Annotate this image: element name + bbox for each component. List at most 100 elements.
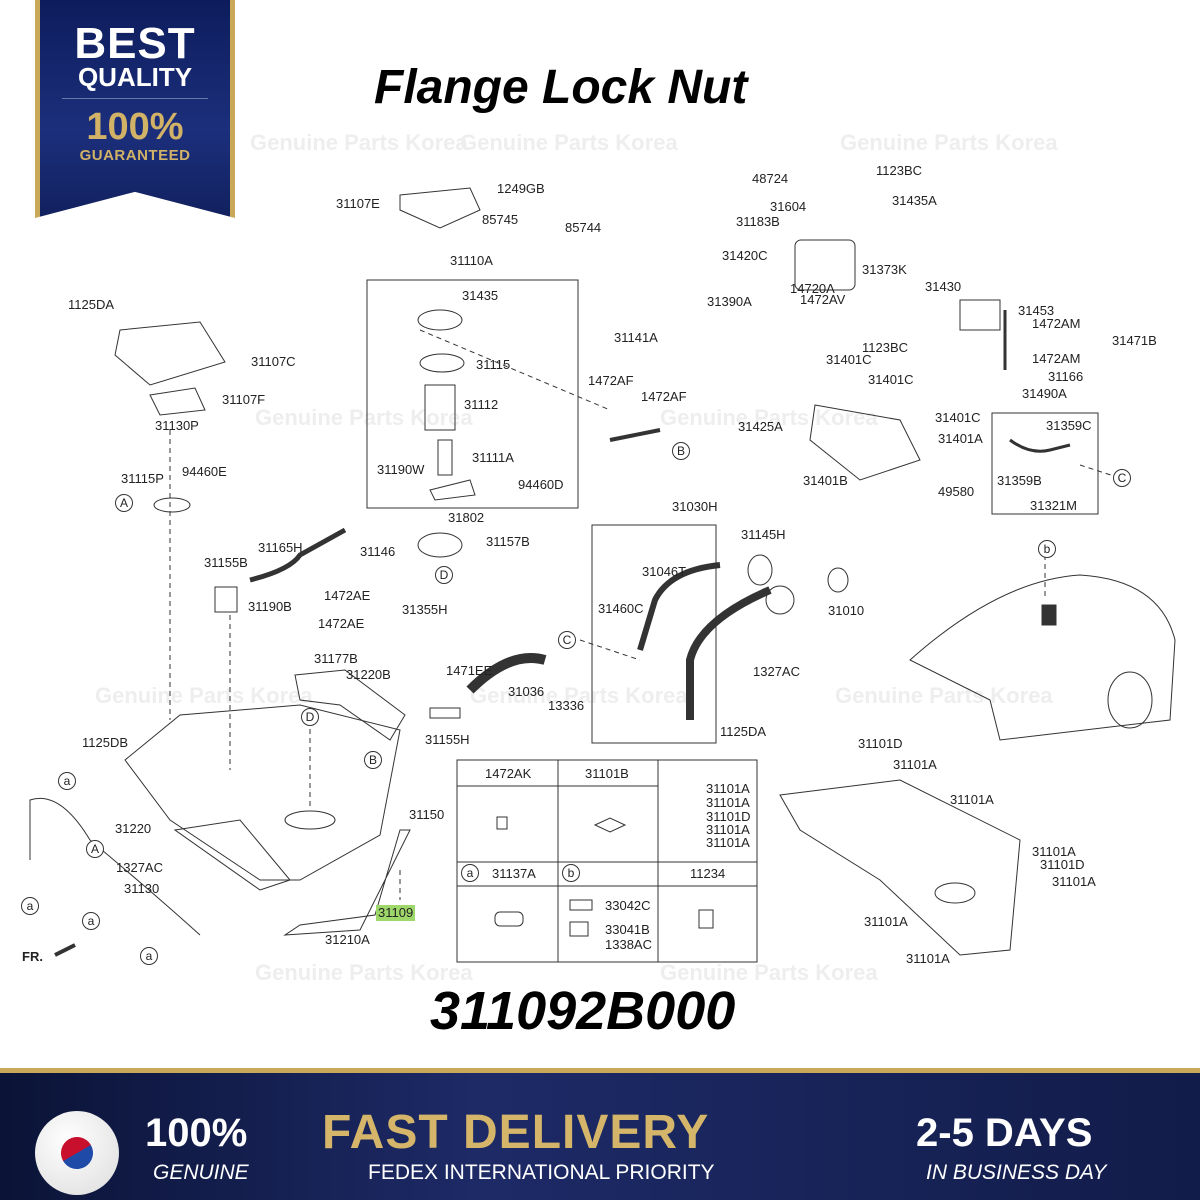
genuine-percent: 100% — [145, 1111, 248, 1155]
part-label: 1472AM — [1032, 351, 1081, 366]
part-label: 31115P — [121, 471, 164, 486]
filler-neck — [686, 586, 772, 720]
ref-circle-a-small: a — [21, 897, 39, 915]
part-label: 31359B — [997, 473, 1042, 488]
canister-hose-box — [991, 412, 1099, 515]
part-label: 1472AV — [800, 292, 846, 307]
part-number: 311092B000 — [430, 981, 736, 1041]
ref-circle-a-small: a — [140, 947, 158, 965]
badge-quality: QUALITY — [77, 62, 193, 92]
part-label: 1472AE — [318, 616, 365, 631]
part-label: 31036 — [508, 684, 545, 699]
badge-100: 100% — [86, 106, 184, 148]
pump-assembly-box — [366, 279, 579, 509]
part-label: 31490A — [1022, 386, 1067, 401]
part-label: 31101A — [706, 781, 750, 796]
watermark: Genuine Parts Korea — [255, 960, 473, 985]
filler-cap-2 — [765, 585, 795, 615]
part-label: 31321M — [1030, 498, 1077, 513]
part-label: 31030H — [672, 499, 718, 514]
watermark: Genuine Parts Korea — [250, 130, 468, 155]
tank-pad-opening — [934, 882, 976, 904]
filler-neck-box — [591, 524, 717, 744]
part-label: 31107E — [336, 196, 380, 211]
part-label: 94460E — [182, 464, 227, 479]
watermark: Genuine Parts Korea — [660, 960, 878, 985]
part-label: 31110A — [450, 253, 493, 268]
tank-opening — [284, 810, 336, 830]
plate-31157b — [417, 532, 463, 558]
hose-31141a — [609, 428, 661, 442]
part-label: 49580 — [938, 484, 975, 499]
part-label: 31101A — [864, 914, 908, 929]
ref-circle-c: C — [558, 631, 576, 649]
table-circle-a: a — [461, 864, 479, 882]
ref-circle-d: D — [301, 708, 319, 726]
front-arrow — [54, 943, 76, 957]
business-day-label: IN BUSINESS DAY — [926, 1161, 1107, 1184]
part-label: 31401A — [938, 431, 983, 446]
part-label: 31435A — [892, 193, 937, 208]
part-label: 31425A — [738, 419, 783, 434]
part-label: 31165H — [258, 540, 303, 555]
plate-31115p — [153, 497, 191, 513]
part-label: 1249GB — [497, 181, 545, 196]
part-label: 31401C — [826, 352, 872, 367]
best-quality-badge: BEST QUALITY 100% GUARANTEED — [35, 0, 235, 218]
part-label: 31155H — [425, 732, 470, 747]
part-label: 31101D — [1040, 857, 1085, 872]
part-label: 31190W — [377, 462, 425, 477]
product-title: Flange Lock Nut — [374, 61, 748, 114]
fast-delivery-heading: FAST DELIVERY — [322, 1106, 710, 1159]
part-label: 31146 — [360, 544, 396, 559]
part-label: 31183B — [736, 214, 780, 229]
gasket-31107f — [149, 387, 206, 416]
part-label: 1327AC — [116, 860, 163, 875]
part-label: 31802 — [448, 510, 485, 525]
table-circle-b: b — [562, 864, 580, 882]
part-label: 1471EE — [446, 663, 493, 678]
part-label: 31101A — [706, 795, 750, 810]
korea-flag-icon — [35, 1111, 119, 1195]
part-label: 1472AM — [1032, 316, 1081, 331]
ref-circle-b: B — [672, 442, 690, 460]
part-label: 31101A — [706, 835, 750, 850]
watermark: Genuine Parts Korea — [460, 130, 678, 155]
part-label: 31101A — [706, 822, 750, 837]
part-label: 31115 — [476, 357, 511, 372]
part-label: 31390A — [707, 294, 752, 309]
part-label: 31010 — [828, 603, 865, 618]
ref-circle-a-small: a — [58, 772, 76, 790]
part-label: 31101A — [950, 792, 994, 807]
part-label: 94460D — [518, 477, 564, 492]
part-label: 1472AF — [588, 373, 634, 388]
part-label: 31355H — [402, 602, 448, 617]
part-label: 31101D — [858, 736, 903, 751]
heat-shield-31220 — [173, 819, 291, 891]
days-heading: 2-5 DAYS — [916, 1111, 1093, 1155]
part-label: 31435 — [462, 288, 499, 303]
canister-31420c — [794, 239, 856, 291]
part-label: 31359C — [1046, 418, 1092, 433]
part-label: 31453 — [1018, 303, 1055, 318]
part-label: 31401B — [803, 473, 848, 488]
watermark: Genuine Parts Korea — [840, 130, 1058, 155]
parts-diagram — [29, 187, 1176, 963]
part-label: 31460C — [598, 601, 644, 616]
part-label: 1125DA — [68, 297, 115, 312]
part-label: 31220B — [346, 667, 391, 682]
part-label: 31101A — [906, 951, 950, 966]
badge-guaranteed: GUARANTEED — [79, 147, 191, 164]
hose-31165h — [249, 527, 347, 583]
pump-seal — [419, 353, 465, 373]
ref-circle-b-small: b — [1038, 540, 1056, 558]
part-label: 31177B — [314, 651, 358, 666]
part-label: 31107C — [251, 354, 296, 369]
genuine-label: GENUINE — [153, 1161, 249, 1184]
table-header: 1472AK — [485, 766, 532, 781]
fuel-door — [827, 567, 849, 593]
hose-31036 — [466, 653, 547, 694]
part-label: 85744 — [565, 220, 602, 235]
filler-hose — [637, 562, 721, 651]
highlighted-part-label: 31109 — [376, 905, 416, 921]
